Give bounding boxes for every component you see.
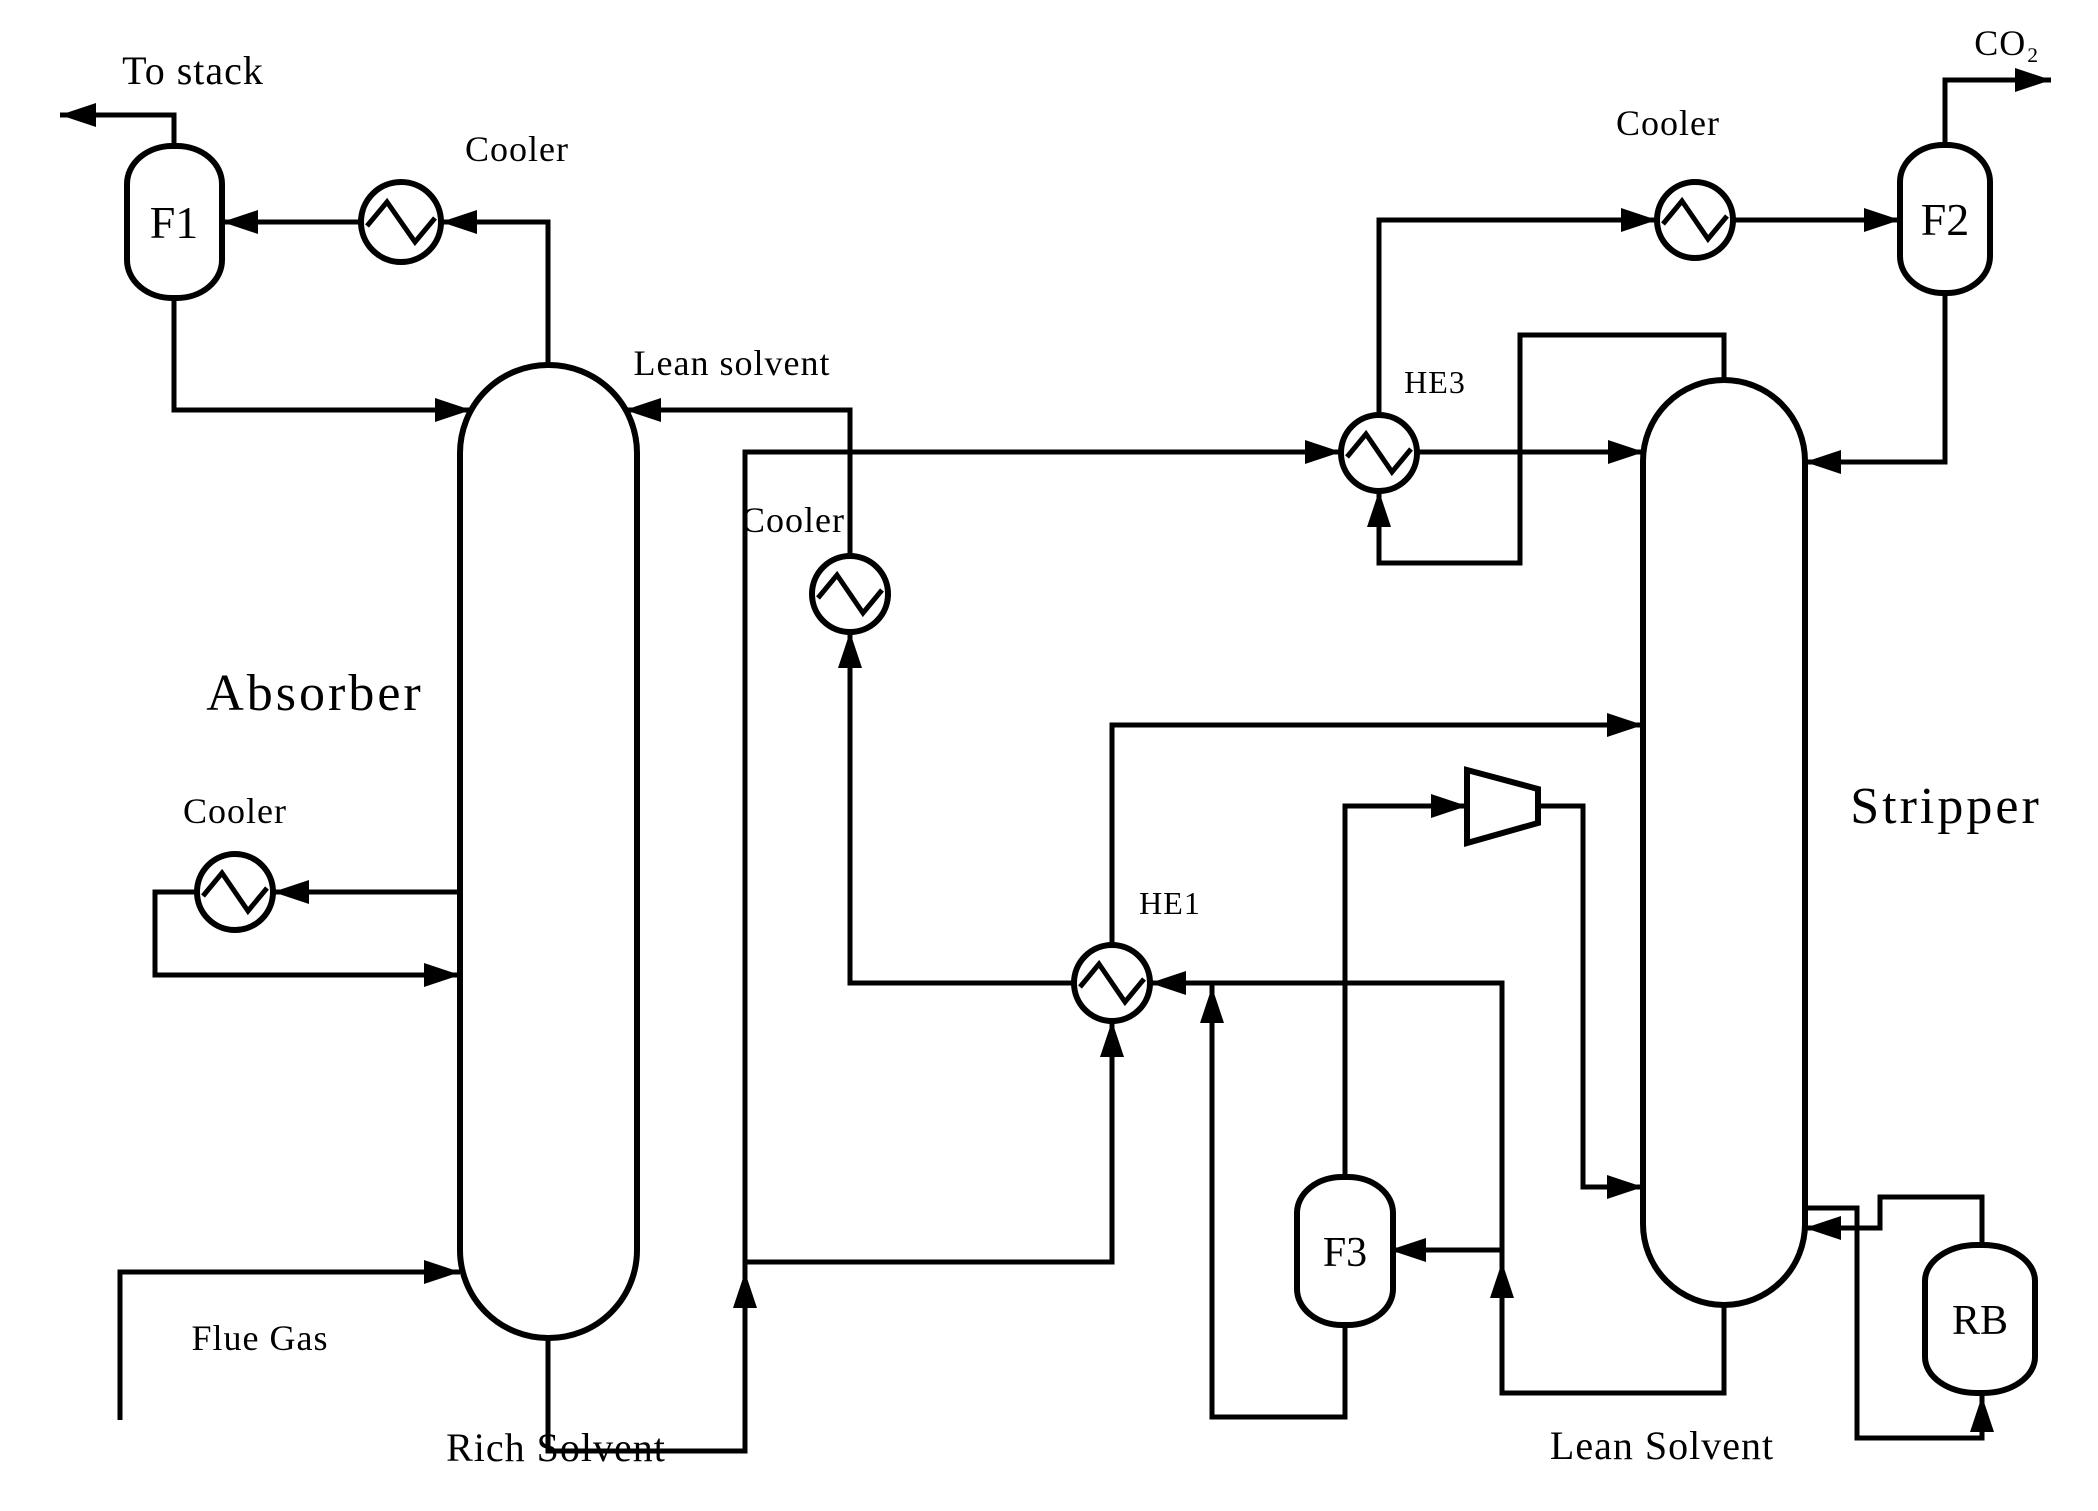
arrow-into-he1-hot-side <box>1150 971 1186 995</box>
reboiler-drum <box>1922 1242 2038 1396</box>
lean-solvent-out-label: Lean Solvent <box>1550 1423 1774 1468</box>
arrow-to-stack <box>60 103 96 127</box>
co2-label: CO₂ <box>1974 23 2040 63</box>
pipes <box>60 77 2051 1454</box>
labels: To stack Cooler F1 Lean solvent Cooler A… <box>122 23 2042 1470</box>
he3-label: HE3 <box>1404 364 1466 400</box>
arrow-into-cooler-top-left <box>441 210 477 234</box>
pipe-he3-to-cooler <box>1376 217 1657 415</box>
pipe-f1-overhead-to-stack <box>60 112 177 146</box>
cooler-top-right-symbol <box>1654 179 1736 261</box>
arrow-overhead-into-he3 <box>1367 491 1391 527</box>
pipe-lean-main-from-stripper <box>1150 980 1727 1396</box>
heat-exchanger-zigzag-icon <box>1345 429 1413 477</box>
f3-tag: F3 <box>1323 1230 1367 1276</box>
cooler-intercooler-symbol <box>194 851 276 933</box>
pipe-intercooler-return <box>152 889 460 978</box>
f2-drum <box>1897 142 1993 296</box>
arrow-into-lean-cooler <box>838 632 862 668</box>
arrow-compressor-into-stripper <box>1607 1175 1643 1199</box>
arrow-into-reboiler <box>1970 1396 1994 1432</box>
arrow-co2-out <box>2015 68 2051 92</box>
stripper-column <box>1640 377 1808 1308</box>
arrow-into-f2 <box>1864 208 1900 232</box>
compressor <box>1464 766 1541 847</box>
cooler-lean-symbol <box>809 553 891 635</box>
f2-tag: F2 <box>1921 194 1970 245</box>
he1-label: HE1 <box>1139 885 1201 921</box>
flue-gas-label: Flue Gas <box>192 1318 329 1358</box>
stripper-label: Stripper <box>1850 778 2042 835</box>
cooler-intercooler-label: Cooler <box>183 791 287 831</box>
pipe-f1-bottoms-to-absorber <box>171 298 471 413</box>
pipe-f2-reflux-to-stripper <box>1805 293 1948 465</box>
absorber-label: Absorber <box>206 665 424 722</box>
heat-exchanger-zigzag-icon <box>201 868 269 916</box>
pipe-rich-solvent-main <box>545 449 1341 1454</box>
arrow-rich-into-he3 <box>1305 440 1341 464</box>
flow-arrows <box>60 68 2051 1432</box>
lean-solvent-in-label: Lean solvent <box>634 343 831 383</box>
pipe-co2-outlet <box>1942 77 2051 145</box>
equipment <box>124 142 2038 1396</box>
arrow-flue-gas-into-absorber <box>424 1260 460 1284</box>
arrow-f3-liquid-join <box>1200 987 1224 1023</box>
cooler-top-left-symbol <box>358 179 444 265</box>
pipe-stripper-overhead <box>1376 332 1727 566</box>
to-stack-label: To stack <box>122 48 264 93</box>
arrow-into-compressor <box>1431 794 1467 818</box>
pipe-rich-branch-to-he1 <box>745 1021 1115 1265</box>
arrow-intercooler-into-absorber <box>424 963 460 987</box>
absorber-column <box>457 362 640 1341</box>
arrow-reboiler-into-stripper <box>1805 1216 1841 1240</box>
arrow-lean-into-absorber <box>625 398 661 422</box>
arrow-rich-riser-up <box>733 1272 757 1308</box>
he3-symbol <box>1338 412 1420 494</box>
heat-exchanger-zigzag-icon <box>1078 959 1146 1007</box>
f1-tag: F1 <box>150 197 199 248</box>
pipe-he1-to-stripper <box>1109 722 1643 945</box>
rich-solvent-label: Rich Solvent <box>446 1425 666 1470</box>
arrow-into-f1 <box>222 210 258 234</box>
pipe-lean-riser-to-he1 <box>847 632 1074 986</box>
arrow-he1-into-stripper <box>1607 713 1643 737</box>
pipe-f3-vapor-to-compressor <box>1342 803 1467 1177</box>
arrow-f2-reflux-into-stripper <box>1805 450 1841 474</box>
arrow-he3-into-stripper <box>1608 440 1644 464</box>
pipe-flue-gas-inlet <box>117 1269 460 1420</box>
pipe-compressor-discharge <box>1538 803 1643 1190</box>
pipe-lean-header-into-absorber <box>625 407 853 556</box>
cooler-top-left-label: Cooler <box>465 129 569 169</box>
arrow-f1-liquid-into-absorber <box>435 398 471 422</box>
arrow-into-cooler-top-right <box>1621 208 1657 232</box>
arrow-into-intercooler <box>273 880 309 904</box>
arrow-into-f3 <box>1390 1238 1426 1262</box>
heat-exchanger-zigzag-icon <box>816 570 884 618</box>
rb-tag: RB <box>1952 1298 2008 1344</box>
arrow-lean-riser-up <box>1490 1262 1514 1298</box>
he1-symbol <box>1071 942 1153 1024</box>
pipe-reboiler-return <box>1805 1194 1985 1245</box>
cooler-top-right-label: Cooler <box>1616 103 1720 143</box>
heat-exchanger-zigzag-icon <box>365 197 437 247</box>
arrow-rich-into-he1-cold-side <box>1100 1021 1124 1057</box>
pipe-f3-bottoms-loop <box>1209 983 1348 1420</box>
pipe-absorber-overhead-a <box>441 219 551 365</box>
heat-exchanger-zigzag-icon <box>1661 196 1729 244</box>
cooler-lean-label: Cooler <box>741 500 845 540</box>
